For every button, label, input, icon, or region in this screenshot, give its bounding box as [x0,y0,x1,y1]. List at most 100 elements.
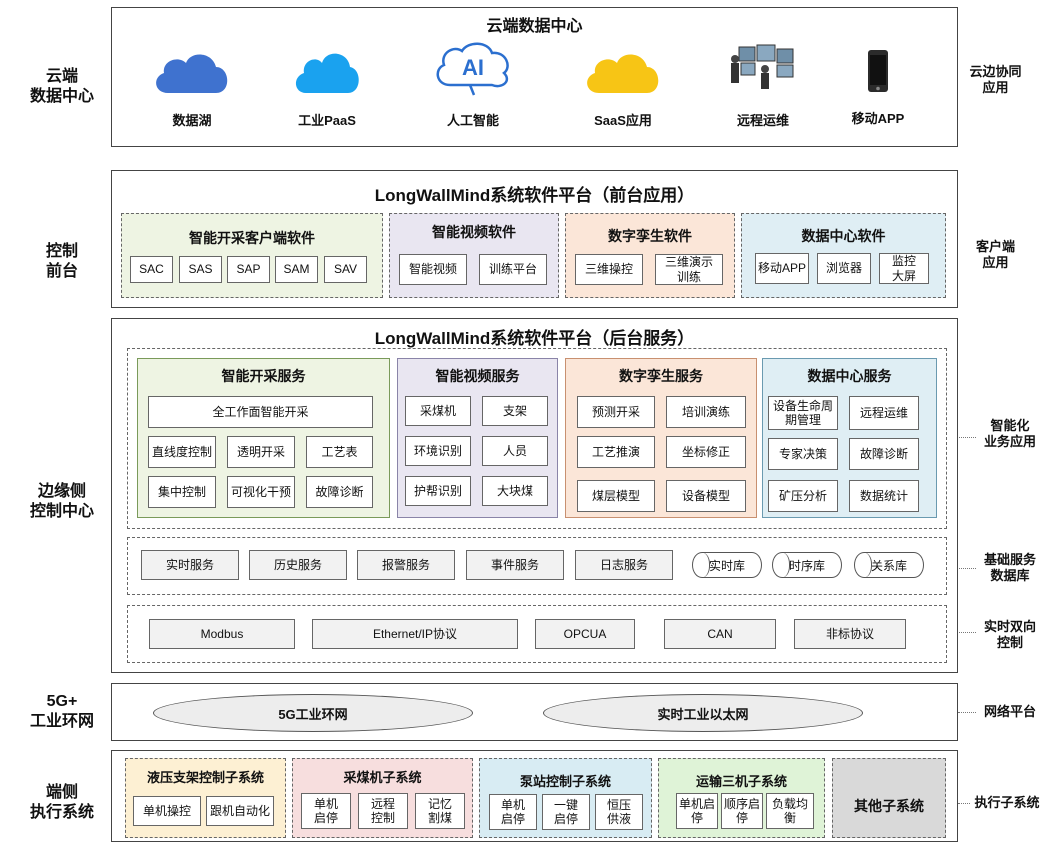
subsystem-item[interactable]: 顺序启 停 [721,793,763,829]
dc-service-title: 数据中心服务 [807,368,892,384]
database-relational[interactable]: 关系库 [854,552,924,578]
front-btn-sas[interactable]: SAS [179,256,222,283]
mining-service-item[interactable]: 直线度控制 [148,436,216,468]
subsystem-item[interactable]: 单机 启停 [301,793,351,829]
mining-service-item[interactable]: 故障诊断 [306,476,373,508]
front-group-title: 数字孪生软件 [608,228,692,244]
intelligent-services-area [127,348,947,529]
cloud-lightblue-icon [287,46,367,96]
base-service-item[interactable]: 实时服务 [141,550,239,580]
base-service-item[interactable]: 报警服务 [357,550,455,580]
twin-service-title: 数字孪生服务 [619,368,703,384]
cloud-item-label: 移动APP [851,111,905,126]
subsystem-item[interactable]: 一键 启停 [542,794,590,830]
mining-service-title: 智能开采服务 [221,368,306,384]
right-label-base: 基础服务 数据库 [983,551,1036,583]
subsystem-item[interactable]: 记忆 割煤 [415,793,465,829]
base-services-area [127,537,947,595]
connector-line [946,632,976,633]
subsystem-item[interactable]: 恒压 供液 [595,794,643,830]
dc-service-item[interactable]: 数据统计 [849,480,919,512]
front-btn-sac[interactable]: SAC [130,256,173,283]
right-label-cloud-edge: 云边协同 应用 [969,63,1022,95]
front-btn-mobile-app[interactable]: 移动APP [755,253,809,284]
twin-service-item[interactable]: 坐标修正 [666,436,746,468]
video-service-item[interactable]: 支架 [482,396,548,426]
subsystem-item[interactable]: 单机 启停 [489,794,537,830]
protocol-item[interactable]: CAN [664,619,776,649]
front-btn-sav[interactable]: SAV [324,256,367,283]
database-timeseries[interactable]: 时序库 [772,552,842,578]
front-btn-browser[interactable]: 浏览器 [817,253,871,284]
protocol-item[interactable]: 非标协议 [794,619,906,649]
phone-icon [838,46,918,96]
network-industrial-ethernet: 实时工业以太网 [543,694,863,732]
base-service-item[interactable]: 历史服务 [249,550,347,580]
subsystem-item[interactable]: 单机操控 [133,796,201,826]
video-service-item[interactable]: 护帮识别 [405,476,471,506]
layer-label-network: 5G+ 工业环网 [29,693,94,730]
subsystem-item[interactable]: 单机启 停 [676,793,718,829]
front-btn-3d-control[interactable]: 三维操控 [575,254,643,285]
connector-line [946,437,976,438]
ai-cloud-icon: AI [428,40,518,100]
cloud-item-label: 数据湖 [172,113,212,128]
mining-service-item[interactable]: 透明开采 [227,436,295,468]
video-service-item[interactable]: 大块煤 [482,476,548,506]
full-face-mining-button[interactable]: 全工作面智能开采 [148,396,373,428]
mining-service-item[interactable]: 工艺表 [306,436,373,468]
ai-text: AI [462,55,484,80]
subsystem-item[interactable]: 远程 控制 [358,793,408,829]
front-title: LongWallMind系统软件平台（前台应用） [374,186,695,205]
front-btn-smart-video[interactable]: 智能视频 [399,254,467,285]
connector-line [946,568,976,569]
right-label-realtime: 实时双向 控制 [983,618,1036,650]
twin-service-item[interactable]: 预测开采 [577,396,655,428]
video-service-item[interactable]: 环境识别 [405,436,471,466]
twin-service-item[interactable]: 设备模型 [666,480,746,512]
twin-service-item[interactable]: 工艺推演 [577,436,655,468]
subsystem-title: 泵站控制子系统 [519,774,611,789]
subsystem-item[interactable]: 负载均 衡 [766,793,814,829]
database-realtime[interactable]: 实时库 [692,552,762,578]
right-label-intelligent: 智能化 业务应用 [983,417,1036,449]
subsystem-title: 运输三机子系统 [695,774,787,789]
subsystem-item[interactable]: 跟机自动化 [206,796,274,826]
dc-service-item[interactable]: 远程运维 [849,396,919,430]
twin-service-item[interactable]: 煤层模型 [577,480,655,512]
dc-service-item[interactable]: 设备生命周 期管理 [768,396,838,430]
front-group-title: 智能视频软件 [432,224,516,240]
protocols-area [127,605,947,663]
subsystem-title: 其他子系统 [854,798,924,814]
base-service-item[interactable]: 日志服务 [575,550,673,580]
twin-service-item[interactable]: 培训演练 [666,396,746,428]
base-service-item[interactable]: 事件服务 [466,550,564,580]
front-btn-sam[interactable]: SAM [275,256,318,283]
mining-service-item[interactable]: 可视化干预 [227,476,295,508]
layer-label-front: 控制 前台 [45,243,78,280]
layer-label-cloud: 云端 数据中心 [29,68,94,105]
protocol-item[interactable]: Ethernet/IP协议 [312,619,518,649]
front-group-title: 数据中心软件 [801,228,886,244]
dc-service-item[interactable]: 专家决策 [768,438,838,470]
mining-service-item[interactable]: 集中控制 [148,476,216,508]
subsystem-other[interactable] [832,758,946,838]
video-service-item[interactable]: 人员 [482,436,548,466]
video-service-item[interactable]: 采煤机 [405,396,471,426]
right-label-client: 客户端 应用 [975,238,1015,270]
protocol-item[interactable]: OPCUA [535,619,635,649]
front-btn-training[interactable]: 训练平台 [479,254,547,285]
front-btn-3d-demo[interactable]: 三维演示 训练 [655,254,723,285]
dc-service-item[interactable]: 故障诊断 [849,438,919,470]
connector-line [958,712,976,713]
video-service-title: 智能视频服务 [435,368,520,384]
dc-service-item[interactable]: 矿压分析 [768,480,838,512]
layer-label-edge: 边缘侧 控制中心 [29,483,94,520]
front-btn-sap[interactable]: SAP [227,256,270,283]
front-btn-big-screen[interactable]: 监控 大屏 [879,253,929,284]
remote-ops-icon [723,40,803,92]
protocol-item[interactable]: Modbus [149,619,295,649]
front-group-mining [121,213,383,298]
cloud-panel [111,7,958,147]
cloud-blue-icon [147,48,237,96]
